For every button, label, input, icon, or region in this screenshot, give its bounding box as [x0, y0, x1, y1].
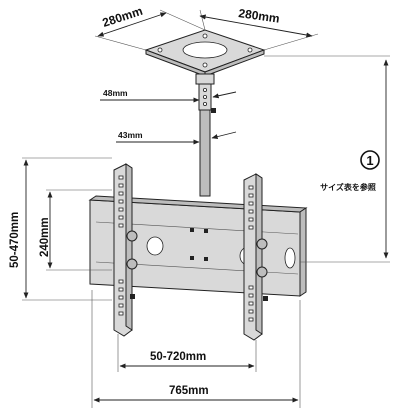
- dim-pole-lower: 43mm: [116, 130, 237, 145]
- dim-label-pole-upper: 48mm: [103, 88, 128, 98]
- dim-label-vesa-width: 50-720mm: [150, 351, 206, 363]
- dim-label-bracket-height: 240mm: [39, 217, 51, 257]
- dim-label-overall-width: 765mm: [169, 385, 209, 397]
- reference-note: サイズ表を参照: [320, 182, 376, 192]
- dim-label-pole-lower: 43mm: [118, 130, 143, 140]
- dim-bracket-height: 240mm: [39, 189, 112, 271]
- dim-plate-width-b: 280mm: [199, 6, 319, 51]
- dim-label-vertical-range: 50-470mm: [9, 212, 21, 268]
- telescopic-pole: [198, 83, 216, 197]
- dim-pole-upper: 48mm: [100, 88, 237, 103]
- dim-overall-width: 765mm: [91, 290, 301, 408]
- dim-vertical-range: 50-470mm: [9, 157, 112, 301]
- dim-vesa-width: 50-720mm: [117, 334, 257, 372]
- dim-label-plate-a: 280mm: [101, 4, 145, 30]
- right-tv-bracket: [243, 173, 268, 341]
- ceiling-plate: [144, 29, 266, 85]
- left-tv-bracket: [113, 163, 138, 337]
- dim-label-plate-b: 280mm: [238, 6, 281, 26]
- dim-drop-height: 1 サイズ表を参照: [264, 55, 390, 263]
- reference-marker-number: 1: [366, 153, 373, 168]
- reference-marker-circle: [360, 150, 380, 170]
